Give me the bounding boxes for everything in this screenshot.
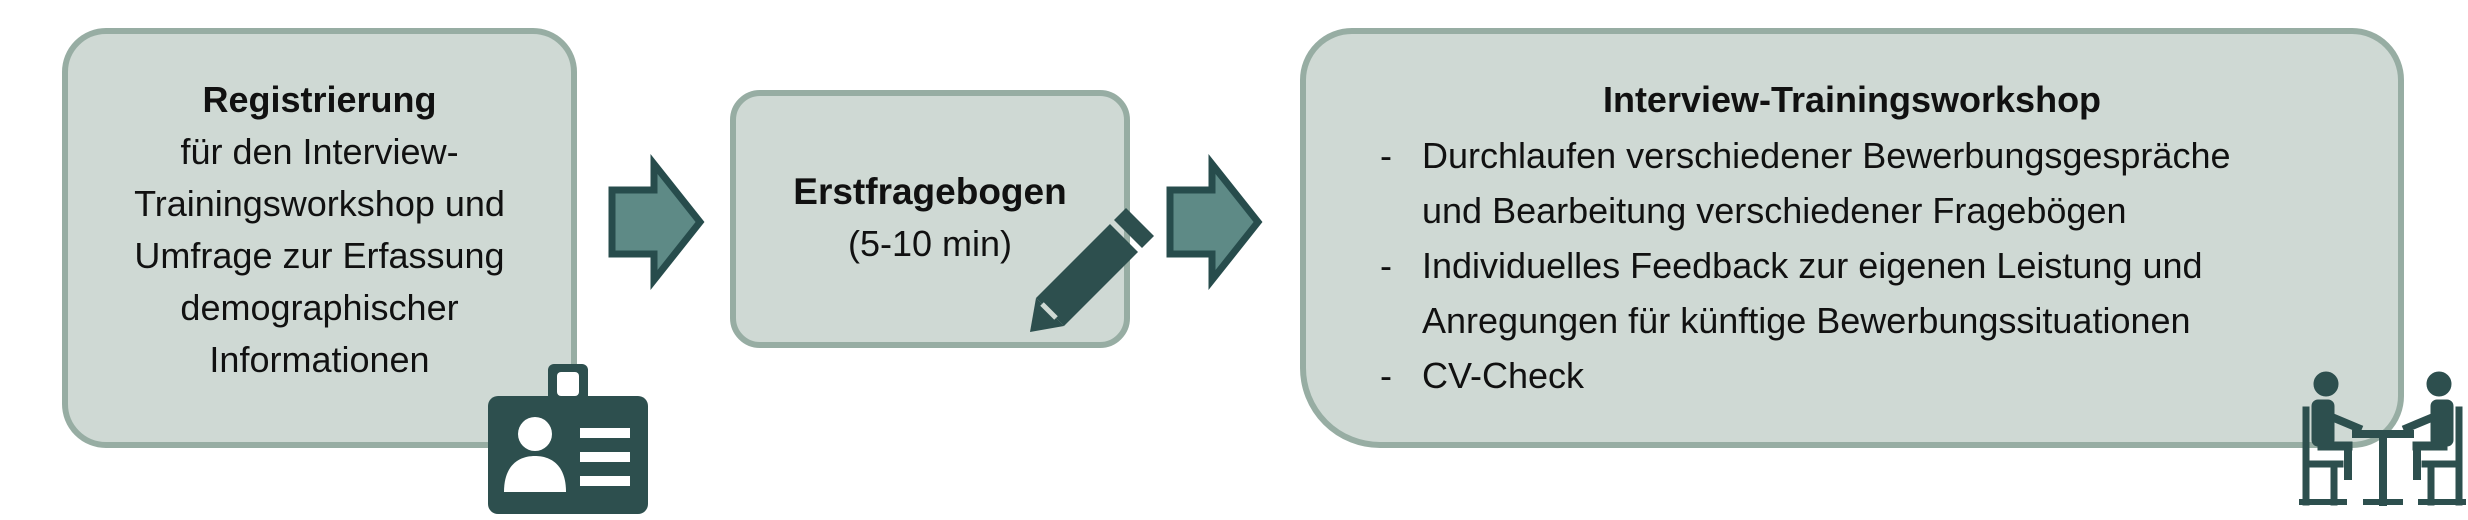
workshop-title: Interview-Trainingsworkshop — [1602, 79, 2102, 120]
registration-description: für den Interview- Trainingsworkshop und… — [62, 126, 577, 386]
list-item: - Durchlaufen verschiedener Bewerbungsge… — [1380, 128, 2390, 238]
bullet-dash: - — [1380, 245, 1392, 286]
pencil-icon — [1030, 208, 1154, 332]
list-item: - CV-Check — [1380, 348, 2390, 403]
questionnaire-duration: (5-10 min) — [847, 223, 1013, 264]
list-item-line: und Bearbeitung verschiedener Fragebögen — [1422, 190, 2127, 231]
id-badge-icon — [488, 364, 648, 514]
registration-title: Registrierung — [202, 79, 437, 120]
registration-line: demographischer — [180, 287, 459, 328]
registration-content: Registrierung für den Interview- Trainin… — [62, 74, 577, 386]
interview-meeting-icon — [2299, 371, 2466, 506]
bullet-dash: - — [1380, 135, 1392, 176]
list-item: - Individuelles Feedback zur eigenen Lei… — [1380, 238, 2390, 348]
workshop-items: - Durchlaufen verschiedener Bewerbungsge… — [1380, 128, 2390, 403]
registration-line: für den Interview- — [180, 131, 459, 172]
right-arrow-icon — [608, 153, 705, 291]
list-item-line: Durchlaufen verschiedener Bewerbungsgesp… — [1422, 135, 2231, 176]
list-item-line: CV-Check — [1422, 355, 1585, 396]
list-item-line: Individuelles Feedback zur eigenen Leist… — [1422, 245, 2203, 286]
bullet-dash: - — [1380, 355, 1392, 396]
questionnaire-title: Erstfragebogen — [793, 171, 1067, 212]
right-arrow-icon — [1166, 153, 1263, 291]
questionnaire-content: Erstfragebogen (5-10 min) — [730, 166, 1130, 270]
registration-box — [62, 28, 577, 448]
registration-line: Informationen — [209, 339, 430, 380]
registration-line: Trainingsworkshop und — [134, 183, 505, 224]
workshop-box — [1300, 28, 2404, 448]
registration-line: Umfrage zur Erfassung — [134, 235, 505, 276]
list-item-line: Anregungen für künftige Bewerbungssituat… — [1422, 300, 2191, 341]
